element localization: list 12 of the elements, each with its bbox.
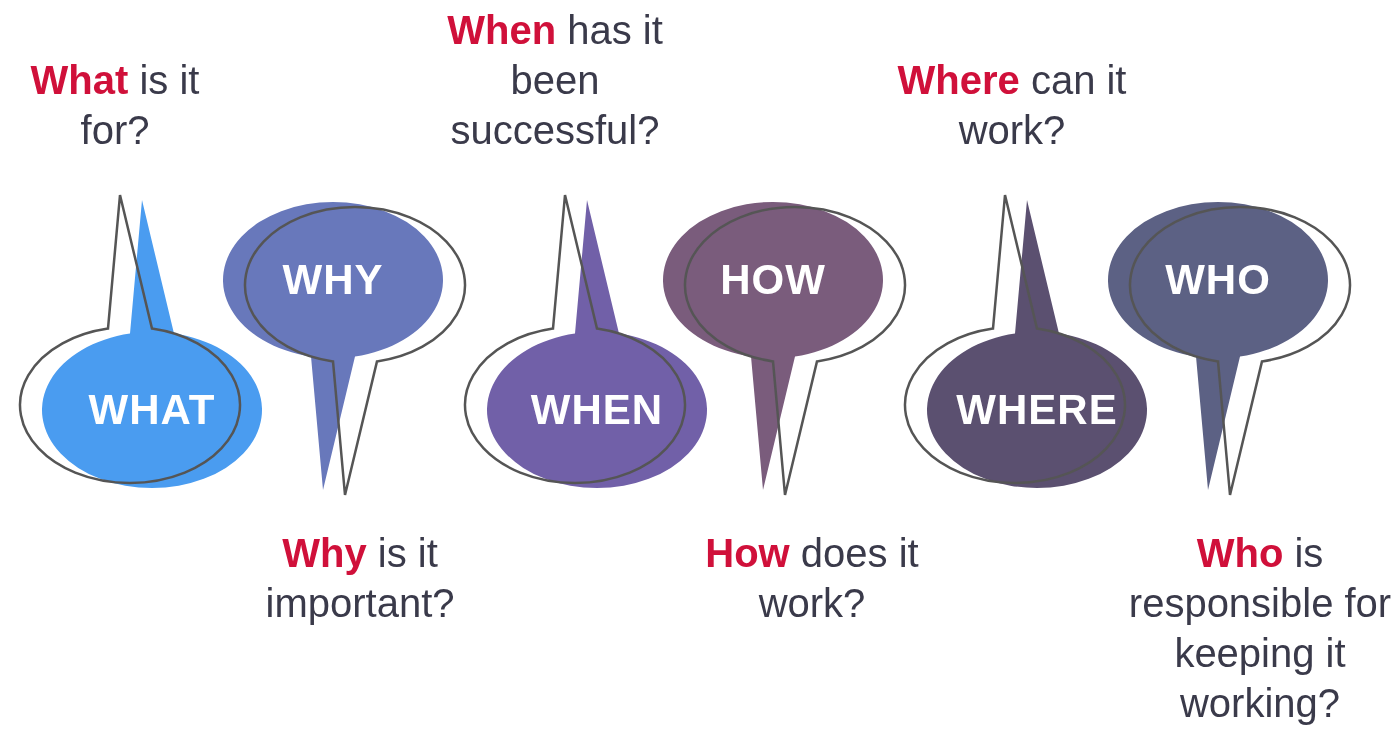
question-text: What is it for? <box>29 57 201 154</box>
bubble-label: HOW <box>720 259 826 301</box>
bubble-label: WHEN <box>530 389 664 431</box>
bubble-label: WHERE <box>956 389 1118 431</box>
question-text: When has it been successful? <box>446 7 664 154</box>
bubble-label: WHAT <box>88 389 216 431</box>
question-text: Why is it important? <box>264 530 456 627</box>
question-text: Who is responsible for keeping it working? <box>1127 530 1393 727</box>
question-text: How does it work? <box>704 530 920 627</box>
question-text: Where can it work? <box>896 57 1128 154</box>
bubble-label: WHO <box>1165 259 1271 301</box>
bubble-label: WHY <box>282 259 384 301</box>
